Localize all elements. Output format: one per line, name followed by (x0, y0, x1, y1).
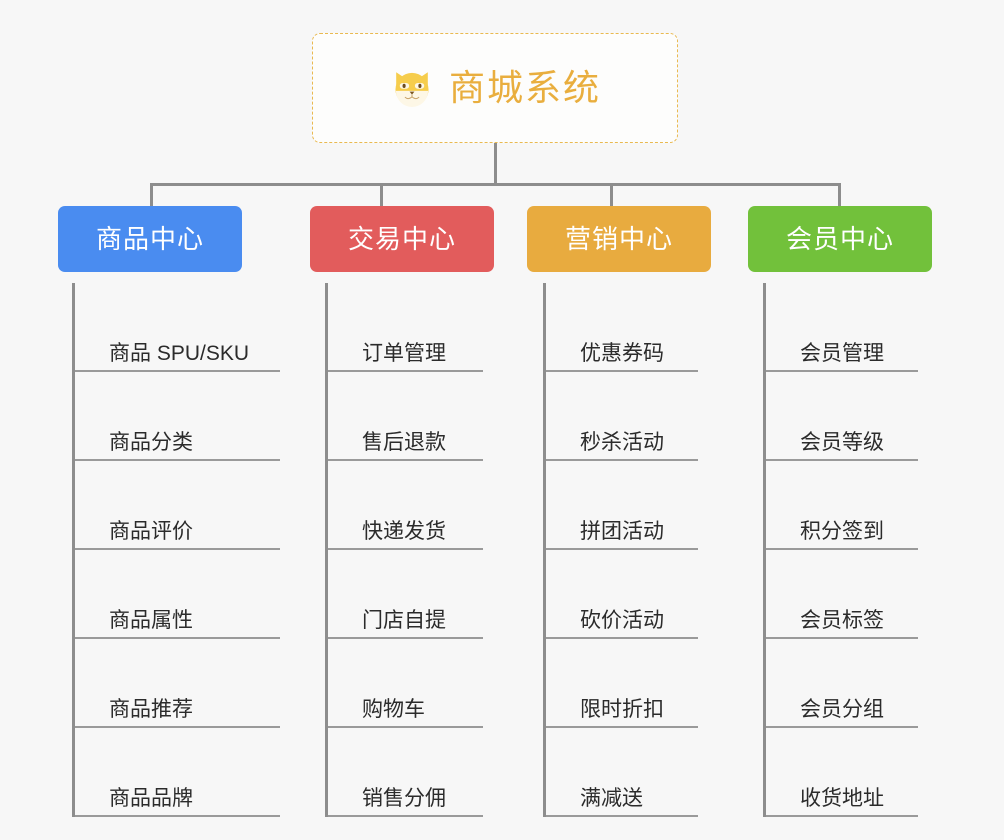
leaf-item-label: 商品属性 (109, 608, 193, 632)
leaf-item[interactable]: 订单管理 (328, 283, 483, 372)
leaf-column-2: 优惠券码秒杀活动拼团活动砍价活动限时折扣满减送 (543, 283, 698, 817)
leaf-item[interactable]: 限时折扣 (546, 639, 698, 728)
leaf-item[interactable]: 会员等级 (766, 372, 918, 461)
leaf-item[interactable]: 会员管理 (766, 283, 918, 372)
leaf-item[interactable]: 拼团活动 (546, 461, 698, 550)
branch-drop-connector-0 (150, 186, 153, 208)
horizontal-bus-connector (150, 183, 841, 186)
leaf-item-label: 拼团活动 (580, 519, 664, 543)
leaf-item-label: 购物车 (362, 697, 425, 721)
category-box-0[interactable]: 商品中心 (58, 206, 242, 272)
root-title: 商城系统 (448, 67, 601, 108)
category-label: 会员中心 (785, 224, 894, 254)
leaf-item-label: 收货地址 (800, 786, 884, 810)
branch-drop-connector-3 (838, 186, 841, 208)
category-label: 营销中心 (564, 224, 673, 254)
leaf-item-label: 售后退款 (362, 430, 446, 454)
leaf-item[interactable]: 商品 SPU/SKU (75, 283, 280, 372)
leaf-item-label: 会员标签 (800, 608, 884, 632)
leaf-item-label: 商品推荐 (109, 697, 193, 721)
leaf-item[interactable]: 商品推荐 (75, 639, 280, 728)
leaf-item[interactable]: 销售分佣 (328, 728, 483, 817)
leaf-item-label: 商品分类 (109, 430, 193, 454)
leaf-item[interactable]: 售后退款 (328, 372, 483, 461)
branch-drop-connector-2 (610, 186, 613, 208)
leaf-item[interactable]: 会员分组 (766, 639, 918, 728)
leaf-item-label: 积分签到 (800, 519, 884, 543)
leaf-item-label: 会员管理 (800, 341, 884, 365)
leaf-item[interactable]: 商品属性 (75, 550, 280, 639)
leaf-item-label: 订单管理 (362, 341, 446, 365)
category-box-2[interactable]: 营销中心 (527, 206, 711, 272)
leaf-item-label: 会员等级 (800, 430, 884, 454)
leaf-item[interactable]: 购物车 (328, 639, 483, 728)
leaf-item-label: 门店自提 (362, 608, 446, 632)
category-label: 商品中心 (95, 224, 204, 254)
shiba-dog-icon (395, 72, 429, 107)
leaf-item-label: 商品评价 (109, 519, 193, 543)
leaf-item-label: 快递发货 (362, 519, 446, 543)
leaf-item[interactable]: 积分签到 (766, 461, 918, 550)
leaf-item[interactable]: 满减送 (546, 728, 698, 817)
column-spine-2 (543, 283, 546, 817)
leaf-item[interactable]: 收货地址 (766, 728, 918, 817)
leaf-item[interactable]: 商品分类 (75, 372, 280, 461)
root-node[interactable]: 商城系统 (312, 33, 678, 143)
leaf-column-3: 会员管理会员等级积分签到会员标签会员分组收货地址 (763, 283, 918, 817)
column-spine-0 (72, 283, 75, 817)
leaf-item-label: 砍价活动 (580, 608, 664, 632)
leaf-item-label: 秒杀活动 (580, 430, 664, 454)
leaf-item-label: 会员分组 (800, 697, 884, 721)
leaf-item-label: 满减送 (580, 786, 643, 810)
leaf-item-label: 限时折扣 (580, 697, 664, 721)
root-stem-connector (494, 143, 497, 185)
category-label: 交易中心 (347, 224, 456, 254)
leaf-column-1: 订单管理售后退款快递发货门店自提购物车销售分佣 (325, 283, 483, 817)
leaf-item-label: 商品品牌 (109, 786, 193, 810)
leaf-item-label: 商品 SPU/SKU (109, 341, 250, 365)
column-spine-3 (763, 283, 766, 817)
category-box-3[interactable]: 会员中心 (748, 206, 932, 272)
leaf-item[interactable]: 秒杀活动 (546, 372, 698, 461)
leaf-item[interactable]: 商品评价 (75, 461, 280, 550)
branch-drop-connector-1 (380, 186, 383, 208)
column-spine-1 (325, 283, 328, 817)
category-box-1[interactable]: 交易中心 (310, 206, 494, 272)
leaf-item[interactable]: 门店自提 (328, 550, 483, 639)
leaf-item[interactable]: 会员标签 (766, 550, 918, 639)
leaf-column-0: 商品 SPU/SKU 商品分类商品评价商品属性商品推荐商品品牌 (72, 283, 280, 817)
leaf-item[interactable]: 优惠券码 (546, 283, 698, 372)
leaf-item-label: 销售分佣 (362, 786, 446, 810)
leaf-item-label: 优惠券码 (580, 341, 664, 365)
leaf-item[interactable]: 商品品牌 (75, 728, 280, 817)
leaf-item[interactable]: 砍价活动 (546, 550, 698, 639)
leaf-item[interactable]: 快递发货 (328, 461, 483, 550)
